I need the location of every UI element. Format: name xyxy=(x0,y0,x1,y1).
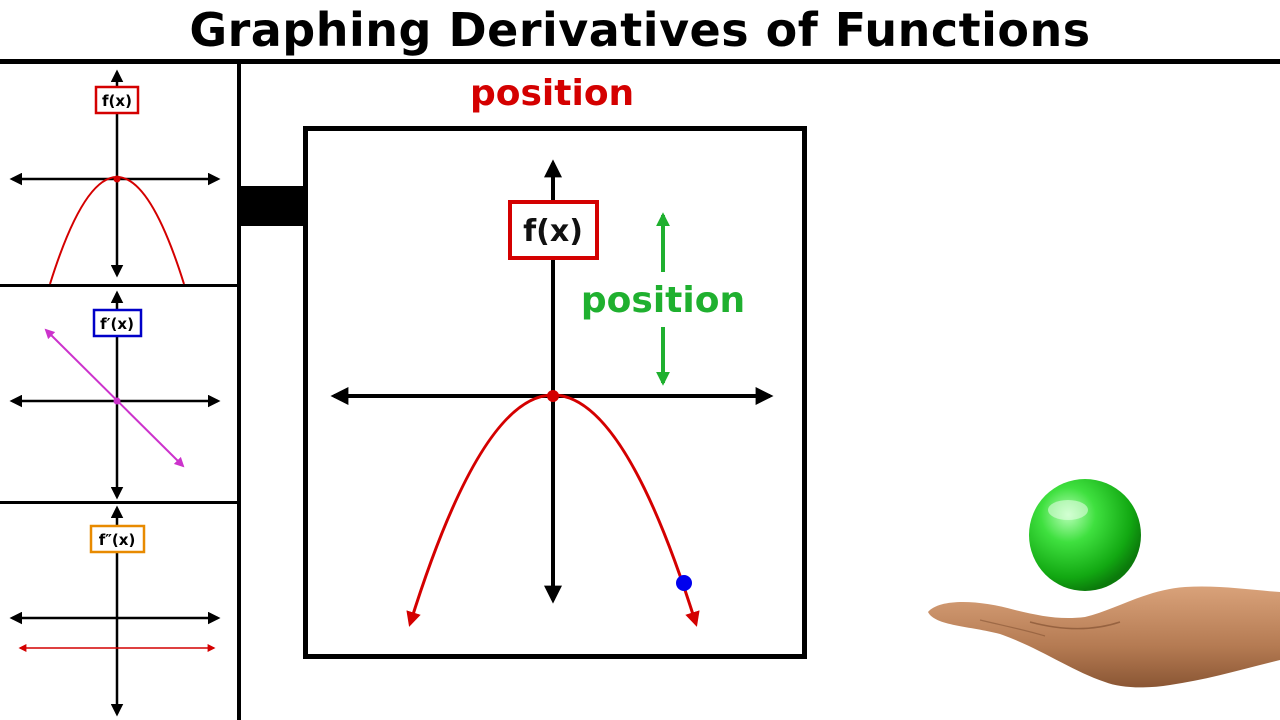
fpx-line xyxy=(44,328,185,468)
main-moving-point xyxy=(676,575,692,591)
hand-icon xyxy=(928,586,1280,688)
panel-divider-vertical xyxy=(237,63,241,720)
panel-fpx: f′(x) xyxy=(9,290,221,500)
hand-holding-ball-icon xyxy=(920,470,1280,700)
fx-label: f(x) xyxy=(102,92,132,110)
side-panels: f(x) f′(x) f″(x) xyxy=(9,69,221,717)
annotation-label: position xyxy=(581,280,745,321)
panel-divider-1 xyxy=(0,284,240,287)
ball-icon xyxy=(1029,479,1141,591)
fx-label-box xyxy=(94,85,140,115)
page-title: Graphing Derivatives of Functions xyxy=(189,3,1091,57)
fppx-label: f″(x) xyxy=(99,531,136,549)
main-graph-label: f(x) xyxy=(523,214,583,249)
main-label-box xyxy=(508,200,599,260)
panel-fppx: f″(x) xyxy=(9,505,221,717)
fpx-zero-point xyxy=(113,397,121,405)
main-heading: position xyxy=(470,73,635,114)
panel-connector xyxy=(239,186,305,226)
fx-vertex-point xyxy=(113,175,121,183)
panel-fx: f(x) xyxy=(9,69,221,285)
title-underline xyxy=(0,59,1280,64)
panel-divider-2 xyxy=(0,501,240,504)
main-vertex-point xyxy=(547,390,559,402)
fpx-label: f′(x) xyxy=(100,315,134,333)
fpx-label-box xyxy=(92,308,143,338)
fppx-label-box xyxy=(89,524,146,554)
main-graph-frame xyxy=(303,126,807,659)
